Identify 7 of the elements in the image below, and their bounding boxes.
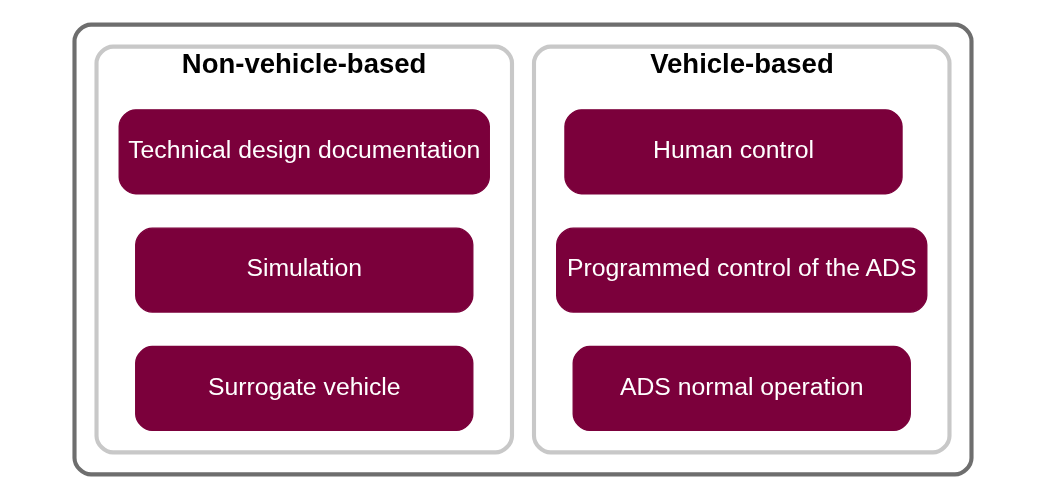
node-box: Programmed control of the ADS: [556, 227, 928, 313]
node-box: Human control: [564, 109, 903, 195]
node-box: Simulation: [135, 227, 474, 313]
node-box: Surrogate vehicle: [135, 345, 474, 432]
node-box: Technical design documentation: [118, 109, 490, 195]
node-box: ADS normal operation: [572, 345, 911, 432]
cluster: [72, 22, 974, 477]
